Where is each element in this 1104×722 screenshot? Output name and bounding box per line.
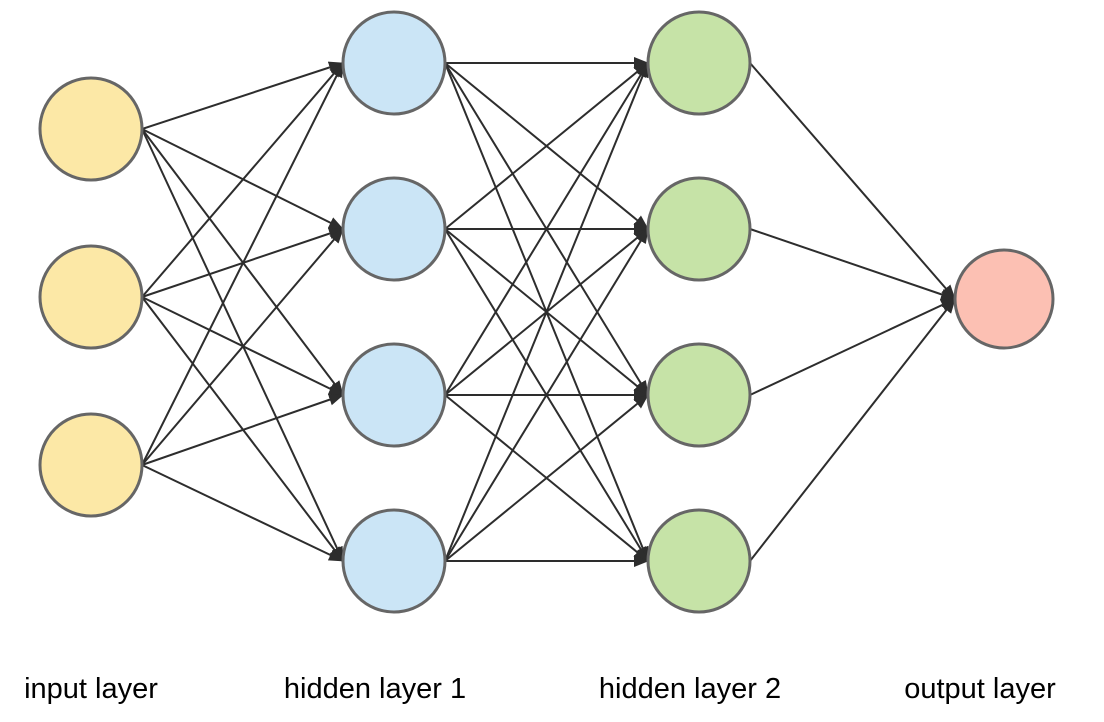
hidden1-node-3 [341, 342, 447, 448]
edge-hidden2-to-output [749, 228, 956, 301]
edge-input-to-hidden1 [141, 62, 344, 466]
edge-hidden1-to-hidden2 [444, 62, 649, 230]
hidden2-node-4 [646, 508, 752, 614]
edge-input-to-hidden1 [141, 62, 344, 298]
edge-input-to-hidden1 [141, 61, 344, 130]
hidden1-node-1 [341, 10, 447, 116]
output-node-1 [953, 248, 1055, 350]
edge-input-to-hidden1 [141, 228, 344, 466]
hidden2-node-2 [646, 176, 752, 282]
layer-label-hidden1: hidden layer 1 [283, 673, 467, 705]
hidden1-node-4 [341, 508, 447, 614]
edge-hidden2-to-output [749, 298, 956, 396]
hidden1-node-2 [341, 176, 447, 282]
edges [141, 57, 956, 567]
layer-label-input: input layer [24, 673, 158, 705]
edge-hidden1-to-hidden2 [444, 228, 649, 562]
layer-label-output: output layer [904, 673, 1056, 705]
edge-hidden1-to-hidden2 [444, 394, 649, 562]
hidden2-node-3 [646, 342, 752, 448]
input-node-2 [38, 244, 144, 350]
edge-input-to-hidden1 [141, 393, 344, 466]
edge-hidden1-to-hidden2 [444, 62, 649, 396]
edge-hidden1-to-hidden2 [444, 62, 649, 562]
layer-label-hidden2: hidden layer 2 [598, 673, 782, 705]
edge-input-to-hidden1 [141, 464, 344, 562]
edge-hidden2-to-output [749, 62, 956, 300]
hidden2-node-1 [646, 10, 752, 116]
edge-hidden2-to-output [749, 298, 956, 562]
input-node-1 [38, 76, 144, 182]
input-node-3 [38, 412, 144, 518]
nodes [38, 10, 1055, 614]
